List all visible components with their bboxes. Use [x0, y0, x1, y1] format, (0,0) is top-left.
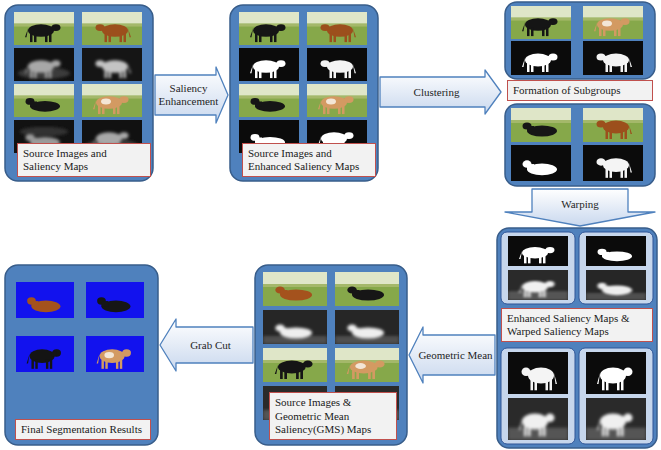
arrow-label: Clustering	[381, 86, 492, 99]
panel-box: Formation of Subgroups	[503, 0, 657, 187]
arrow-label: Warping	[536, 198, 624, 211]
arrow-label: Geometric Mean	[418, 349, 494, 362]
caption-text: Source Images & Geometric Mean Saliency(…	[269, 392, 397, 440]
arrow-label: Saliency Enhancement	[157, 82, 220, 107]
panel-box: Source Images and Saliency Maps	[5, 5, 153, 181]
arrow-label: Grab Cut	[169, 339, 252, 352]
block-arrow	[160, 319, 253, 371]
panel-box: Final Segmentation Results	[5, 265, 158, 445]
panel-box: Source Images & Geometric Mean Saliency(…	[255, 265, 407, 445]
block-arrow	[380, 70, 501, 114]
caption-text: Enhanced Saliency Maps & Warped Saliency…	[501, 308, 653, 342]
caption-text: Final Segmentation Results	[15, 419, 151, 440]
block-arrow	[155, 67, 228, 123]
caption-text: Formation of Subgroups	[507, 80, 653, 101]
block-arrow	[505, 189, 655, 226]
caption-text: Source Images and Saliency Maps	[17, 143, 151, 177]
panel-box: Source Images and Enhanced Saliency Maps	[230, 5, 378, 181]
block-arrow	[409, 327, 495, 383]
panel-box: Enhanced Saliency Maps & Warped Saliency…	[497, 228, 657, 448]
caption-text: Source Images and Enhanced Saliency Maps	[242, 143, 376, 177]
